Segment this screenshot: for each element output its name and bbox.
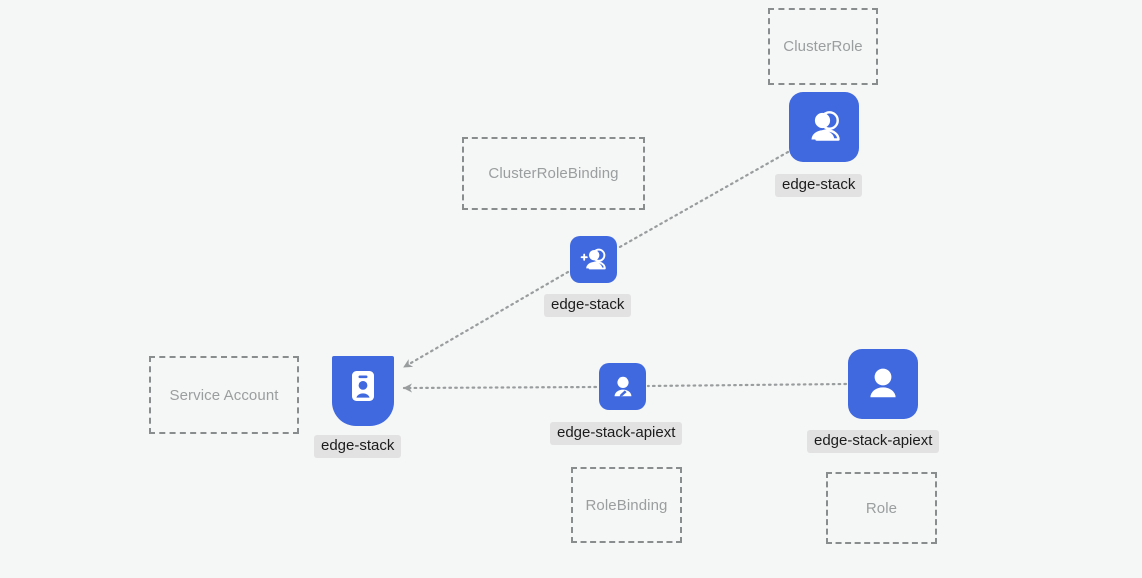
- kind-box-serviceaccount[interactable]: Service Account: [149, 356, 299, 434]
- people-group-icon[interactable]: [789, 92, 859, 162]
- kind-box-label: ClusterRole: [783, 38, 863, 55]
- kind-box-label: ClusterRoleBinding: [488, 165, 619, 182]
- node-name-chip: edge-stack: [775, 174, 863, 197]
- node-name-chip: edge-stack-apiext: [807, 430, 940, 453]
- kind-box-label: Service Account: [169, 386, 279, 404]
- node-name-chip: edge-stack-apiext: [550, 422, 683, 445]
- kind-box-clusterrole[interactable]: ClusterRole: [768, 8, 878, 85]
- id-badge-icon[interactable]: [332, 356, 394, 426]
- edge-clusterrole-arrowhead-path: [403, 359, 414, 368]
- kind-box-label: Role: [865, 499, 898, 517]
- node-name-chip: edge-stack: [314, 435, 402, 458]
- kind-box-label: RoleBinding: [585, 496, 668, 514]
- person-add-icon[interactable]: [570, 236, 617, 283]
- edge-role-arrowhead-path: [403, 383, 413, 393]
- person-edit-icon[interactable]: [599, 363, 646, 410]
- kind-box-rolebinding[interactable]: RoleBinding: [571, 467, 682, 543]
- node-name-chip: edge-stack: [544, 294, 632, 317]
- kind-box-clusterrolebinding[interactable]: ClusterRoleBinding: [462, 137, 645, 210]
- kind-box-role[interactable]: Role: [826, 472, 937, 544]
- person-icon[interactable]: [848, 349, 918, 419]
